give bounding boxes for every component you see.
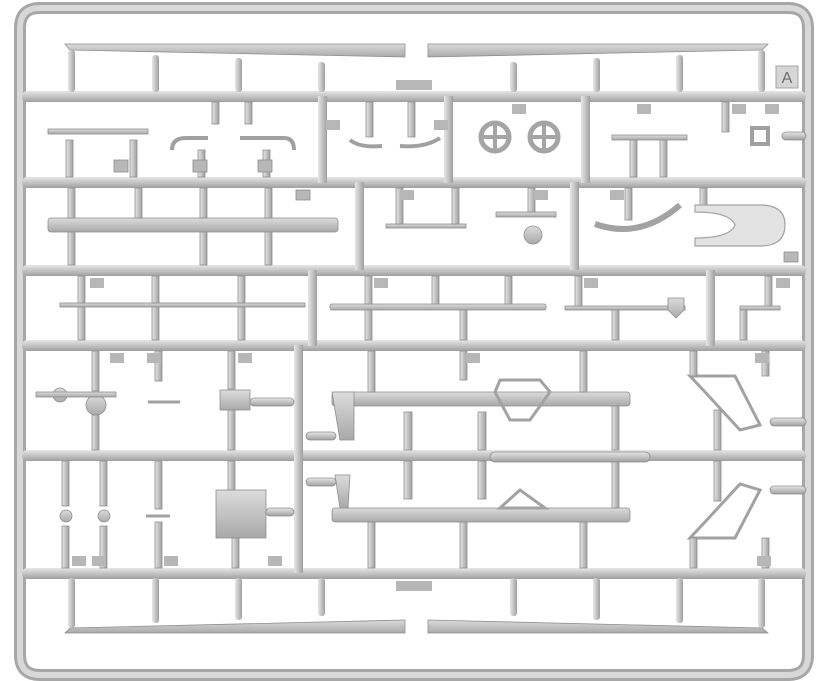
gates-top xyxy=(68,50,765,92)
gates-bottom xyxy=(68,578,765,628)
row1-parts xyxy=(47,101,807,178)
row4-left-parts xyxy=(35,350,295,451)
sprue-letter: A xyxy=(782,70,793,87)
horizontal-runners xyxy=(22,91,806,579)
bottom-long-plates xyxy=(64,581,770,634)
row3-parts xyxy=(59,275,781,341)
top-long-plates xyxy=(64,43,769,90)
row5-left-parts xyxy=(59,460,295,569)
row5-right-parts xyxy=(305,451,807,569)
part-number-tags xyxy=(72,104,790,566)
row4-right-parts xyxy=(305,350,807,451)
vertical-runners xyxy=(294,96,715,573)
row2-parts xyxy=(47,187,799,266)
sprue-letter-tag: A xyxy=(775,65,799,89)
sprue-frame xyxy=(14,2,814,681)
